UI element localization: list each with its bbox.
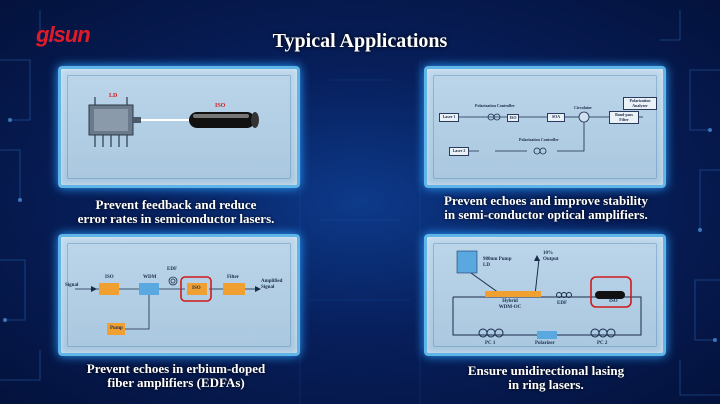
brand-logo: glsun <box>36 22 91 47</box>
ring-laser-diagram <box>452 250 642 339</box>
bandpass-box: Band-pass Filter <box>609 111 639 124</box>
caption-line: error rates in semiconductor lasers. <box>77 211 275 226</box>
panel-edfa: Signal ISO WDM EDF ISO Filter Amplified … <box>58 234 300 356</box>
pol-ctrl2-label: Polarization Controller <box>519 137 559 142</box>
pump-ld-label: 980nm Pump LD <box>483 257 512 268</box>
iso-highlight <box>590 276 632 308</box>
caption-ring-laser: Ensure unidirectional lasing in ring las… <box>386 364 706 392</box>
caption-optical-amplifier: Prevent echoes and improve stability in … <box>386 194 706 222</box>
circulator-label: Circulator <box>574 105 592 110</box>
caption-line: Prevent echoes and improve stability <box>444 193 648 208</box>
amplified-label: Amplified Signal <box>261 279 283 290</box>
polarizer-label: Polarizer <box>535 341 555 346</box>
ld-label: LD <box>109 93 118 99</box>
wdm-label: WDM <box>143 275 157 280</box>
caption-line: Prevent echoes in erbium-doped <box>86 361 266 376</box>
caption-line: Ensure unidirectional lasing <box>467 363 625 378</box>
pol-analyzer-box: Polarization Analyzer <box>623 97 657 110</box>
page-title: Typical Applications <box>272 30 448 52</box>
laser-isolator-diagram <box>88 97 259 147</box>
pc2-label: PC 2 <box>597 341 608 346</box>
iso2-label: ISO <box>192 286 201 291</box>
edfa-diagram <box>75 276 261 335</box>
output-label: 10% Output <box>543 251 559 262</box>
caption-line: Prevent feedback and reduce <box>95 197 257 212</box>
hybrid-label: Hybrid WDM-OC <box>498 299 522 310</box>
laser2-box: Laser 2 <box>449 147 469 156</box>
soa-box: SOA <box>547 113 565 122</box>
iso-label: ISO <box>609 299 618 304</box>
caption-semiconductor-laser: Prevent feedback and reduce error rates … <box>16 198 336 226</box>
filter-label: Filter <box>227 275 239 280</box>
caption-line: in semi-conductor optical amplifiers. <box>444 207 648 222</box>
pc1-label: PC 1 <box>485 341 496 346</box>
edf-label: EDF <box>557 301 567 306</box>
soa-setup-diagram <box>457 111 643 155</box>
iso-highlight <box>180 276 212 302</box>
pol-ctrl1-label: Polarization Controller <box>475 103 515 108</box>
panel-optical-amplifier: Laser 1 Polarization Controller ISO SOA … <box>424 66 666 188</box>
iso-label: ISO <box>215 103 226 109</box>
panel-semiconductor-laser: LD ISO <box>58 66 300 188</box>
iso-box: ISO <box>507 114 519 122</box>
pump-label: Pump <box>110 326 123 331</box>
edf-label: EDF <box>167 267 177 272</box>
laser1-box: Laser 1 <box>439 113 459 122</box>
iso1-label: ISO <box>105 275 114 280</box>
ld-package <box>88 97 141 147</box>
caption-line: in ring lasers. <box>508 377 584 392</box>
iso-cylinder <box>189 112 259 128</box>
caption-line: fiber amplifiers (EDFAs) <box>107 375 245 390</box>
signal-label: Signal <box>65 283 79 288</box>
panel-ring-laser: 980nm Pump LD 10% Output Hybrid WDM-OC E… <box>424 234 666 356</box>
caption-edfa: Prevent echoes in erbium-doped fiber amp… <box>16 362 336 390</box>
